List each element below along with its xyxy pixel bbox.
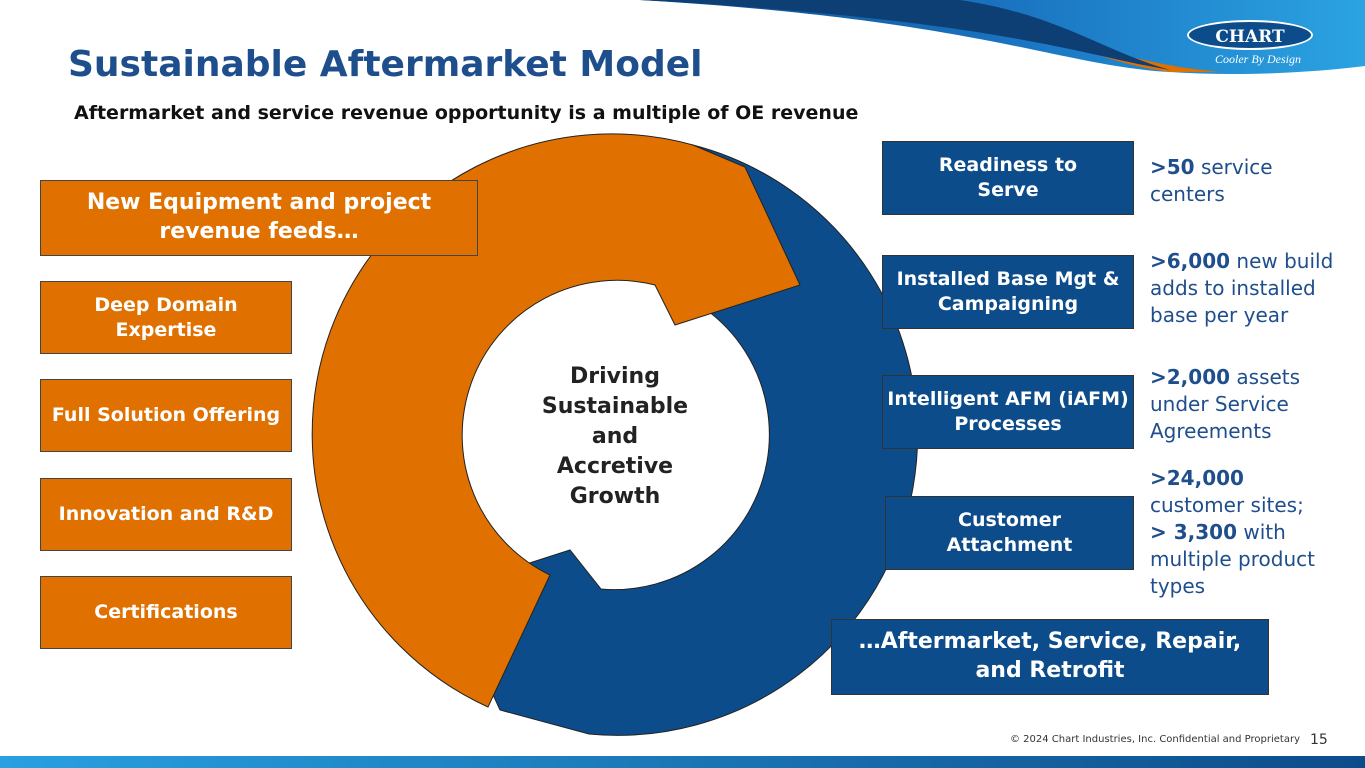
chart-logo: CHART [1187, 20, 1313, 50]
stat-service-centers: >50 service centers [1150, 155, 1273, 206]
left-item: Innovation and R&D [40, 478, 292, 551]
page-title: Sustainable Aftermarket Model [68, 44, 703, 85]
stat-assets: >2,000 assets under Service Agreements [1150, 365, 1301, 443]
right-box: Readiness to Serve [882, 141, 1134, 215]
right-box: Customer Attachment [885, 496, 1134, 570]
new-equipment-box: New Equipment and project revenue feeds… [40, 180, 478, 256]
stat-new-build: >6,000 new build adds to installed base … [1150, 249, 1334, 327]
page-subtitle: Aftermarket and service revenue opportun… [74, 102, 859, 124]
right-box: Intelligent AFM (iAFM) Processes [882, 375, 1134, 449]
left-item: Certifications [40, 576, 292, 649]
orange-cycle-arrow [311, 133, 801, 708]
center-text: Driving Sustainable and Accretive Growth [541, 364, 689, 509]
left-item: Deep Domain Expertise [40, 281, 292, 354]
header-swoosh [640, 0, 1365, 74]
stat-customer-sites: >24,000 customer sites;> 3,300 with mult… [1150, 466, 1315, 598]
logo-tagline: Cooler By Design [1215, 52, 1301, 66]
footer-bar [0, 756, 1365, 768]
page-number: 15 [1310, 732, 1328, 748]
right-box: Installed Base Mgt & Campaigning [882, 255, 1134, 329]
copyright: © 2024 Chart Industries, Inc. Confidenti… [1010, 734, 1301, 745]
left-item: Full Solution Offering [40, 379, 292, 452]
aftermarket-box: …Aftermarket, Service, Repair, and Retro… [831, 619, 1269, 695]
